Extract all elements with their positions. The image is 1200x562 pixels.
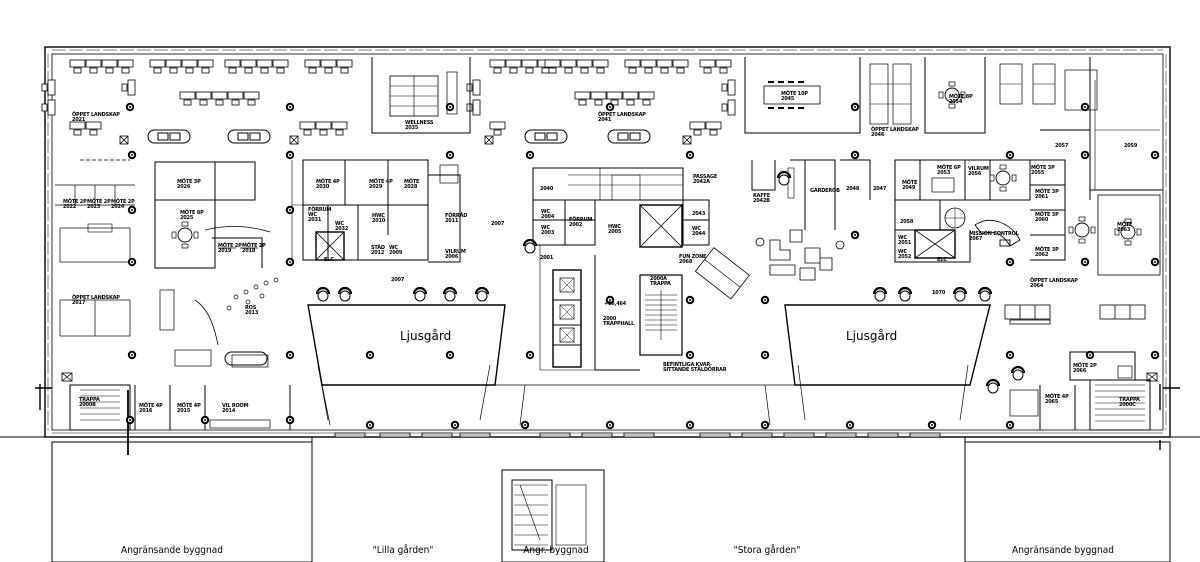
room-label: 2048 xyxy=(846,186,860,192)
room-label: MÖTE 8P 2054 xyxy=(949,94,973,105)
atrium-right xyxy=(784,304,991,421)
label-angr-building: Angr. byggnad xyxy=(523,545,589,556)
room-label: MÖTE 10P 2045 xyxy=(781,91,808,102)
room-label: MÖTE 3P 2060 xyxy=(1035,212,1059,223)
room-label: 2007 xyxy=(491,221,505,227)
room-label: MÖTE 3P 2061 xyxy=(1035,189,1059,200)
room-label: WC 2051 xyxy=(898,235,912,246)
room-label: 2058 xyxy=(900,219,914,225)
note-label: BEFINTLIGA KVAR- SITTANDE STÅLDÖRRAR xyxy=(663,362,727,373)
shafts xyxy=(61,135,1158,382)
room-label: MISSION CONTROL 2067 xyxy=(969,231,1019,242)
room-label: WC 2044 xyxy=(692,226,706,237)
room-label: ELC xyxy=(937,257,947,263)
room-label: ÖPPET LANDSKAP 2041 xyxy=(598,112,646,123)
room-label: STÄD 2012 xyxy=(371,245,385,256)
columns xyxy=(125,102,1160,430)
room-label: MÖTE 3P 2026 xyxy=(177,179,201,190)
room-label: HWC 2005 xyxy=(608,224,622,235)
room-label: WC 2003 xyxy=(541,225,555,236)
room-label: ÖPPET LANDSKAP 2017 xyxy=(72,295,120,306)
room-label: MÖTE 3P 2055 xyxy=(1031,165,1055,176)
label-adjacent-building-right: Angränsande byggnad xyxy=(1012,545,1114,556)
room-label: 2000A TRAPPA xyxy=(650,276,671,287)
room-label: FÖRRUM WC 2031 xyxy=(308,207,332,223)
room-label: WC 2032 xyxy=(335,221,349,232)
room-label: VIL ROOM 2014 xyxy=(222,403,249,414)
atrium-bridge xyxy=(495,384,797,426)
room-label: 1070 xyxy=(932,290,946,296)
top-desks xyxy=(41,59,736,136)
room-label: ÖPPET LANDSKAP 2064 xyxy=(1030,278,1078,289)
center-right-rooms xyxy=(751,159,1151,431)
room-label: VILRUM 2006 xyxy=(445,249,466,260)
room-label: 2001 xyxy=(540,255,554,261)
room-label: ROS 2013 xyxy=(245,305,259,316)
room-label: MÖTE 2049 xyxy=(902,180,918,191)
atrium-label-left: Ljusgård xyxy=(400,329,452,343)
room-label: HWC 2010 xyxy=(372,213,386,224)
room-label: 2043 xyxy=(692,211,706,217)
left-marker xyxy=(35,384,1180,450)
room-label: MÖTE 6P 2053 xyxy=(937,165,961,176)
room-label: 2007 xyxy=(391,277,405,283)
room-label: KAFFE 2042B xyxy=(753,193,770,204)
label-adjacent-building-left: Angränsande byggnad xyxy=(121,545,223,556)
room-label: ELC xyxy=(324,257,334,263)
room-label: WELLNESS 2035 xyxy=(405,120,434,131)
room-label: 2057 xyxy=(1055,143,1069,149)
level-label: +16,464 xyxy=(604,301,627,307)
room-label: MÖTE 4P 2030 xyxy=(316,179,340,190)
room-label: WC 2009 xyxy=(389,245,403,256)
adjacent-buildings xyxy=(0,436,1200,562)
room-label: MÖTE 4P 2029 xyxy=(369,179,393,190)
room-label: MÖTE 2P 2019 xyxy=(218,243,242,254)
room-label: FÖRRÅD 2011 xyxy=(445,213,468,224)
room-label: 2047 xyxy=(873,186,887,192)
atrium-left xyxy=(307,304,506,426)
bottom-windows xyxy=(334,432,941,438)
room-label: MÖTE 3P 2062 xyxy=(1035,247,1059,258)
room-label: MÖTE 4P 2015 xyxy=(177,403,201,414)
room-label: VILRUM 2056 xyxy=(968,166,989,177)
top-right-rooms xyxy=(744,57,1163,276)
room-label: MÖTE 4P 2016 xyxy=(139,403,163,414)
mission-control xyxy=(974,220,1021,247)
label-lilla-garden: "Lilla gården" xyxy=(372,545,434,556)
room-label: 2000 TRAPPHALL xyxy=(603,316,635,327)
room-label: TRAPPA 2000B xyxy=(79,397,100,408)
room-label: MÖTE 2028 xyxy=(404,179,420,190)
label-stora-garden: "Stora gården" xyxy=(733,545,801,556)
center-left-rooms xyxy=(291,159,461,263)
room-label: MÖTE 2P 2018 xyxy=(242,243,266,254)
room-label: MÖTE 2P 2023 xyxy=(87,199,111,210)
ros-dots xyxy=(226,277,279,311)
right-desks xyxy=(1004,304,1146,325)
left-wing-rooms xyxy=(55,159,291,455)
room-label: MÖTE 2P 2066 xyxy=(1073,363,1097,374)
room-label: MÖTE 2063 xyxy=(1117,222,1133,233)
center-core xyxy=(532,167,750,371)
room-label: TRAPPA 2000C xyxy=(1119,397,1140,408)
room-label: MÖTE 2P 2024 xyxy=(111,199,135,210)
room-label: ÖPPET LANDSKAP 2046 xyxy=(871,127,919,138)
wellness-room xyxy=(371,57,471,134)
room-label: 2040 xyxy=(540,186,554,192)
room-label: WC 2004 xyxy=(541,209,555,220)
room-label: MÖTE 8P 2025 xyxy=(180,210,204,221)
room-label: PASSAGE 2042A xyxy=(693,174,718,185)
room-label: 2059 xyxy=(1124,143,1138,149)
room-label: WC 2052 xyxy=(898,249,912,260)
atrium-label-right: Ljusgård xyxy=(846,329,898,343)
room-label: MÖTE 2P 2022 xyxy=(63,199,87,210)
room-label: ÖPPET LANDSKAP 2021 xyxy=(72,112,120,123)
room-label: FÖRRUM 2002 xyxy=(569,217,593,228)
room-label: GARDEROB xyxy=(810,188,840,194)
room-label: MÖTE 4P 2065 xyxy=(1045,394,1069,405)
room-label: FUN ZONE 2068 xyxy=(679,254,707,265)
